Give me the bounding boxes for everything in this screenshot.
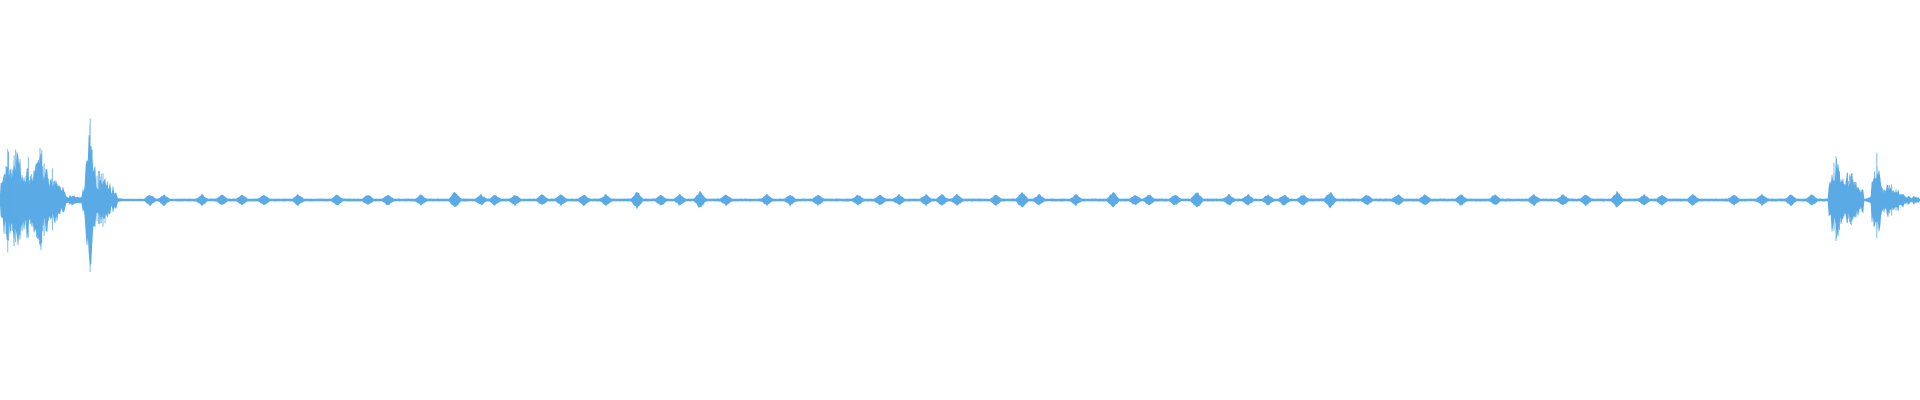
waveform-signal [0, 118, 1920, 273]
